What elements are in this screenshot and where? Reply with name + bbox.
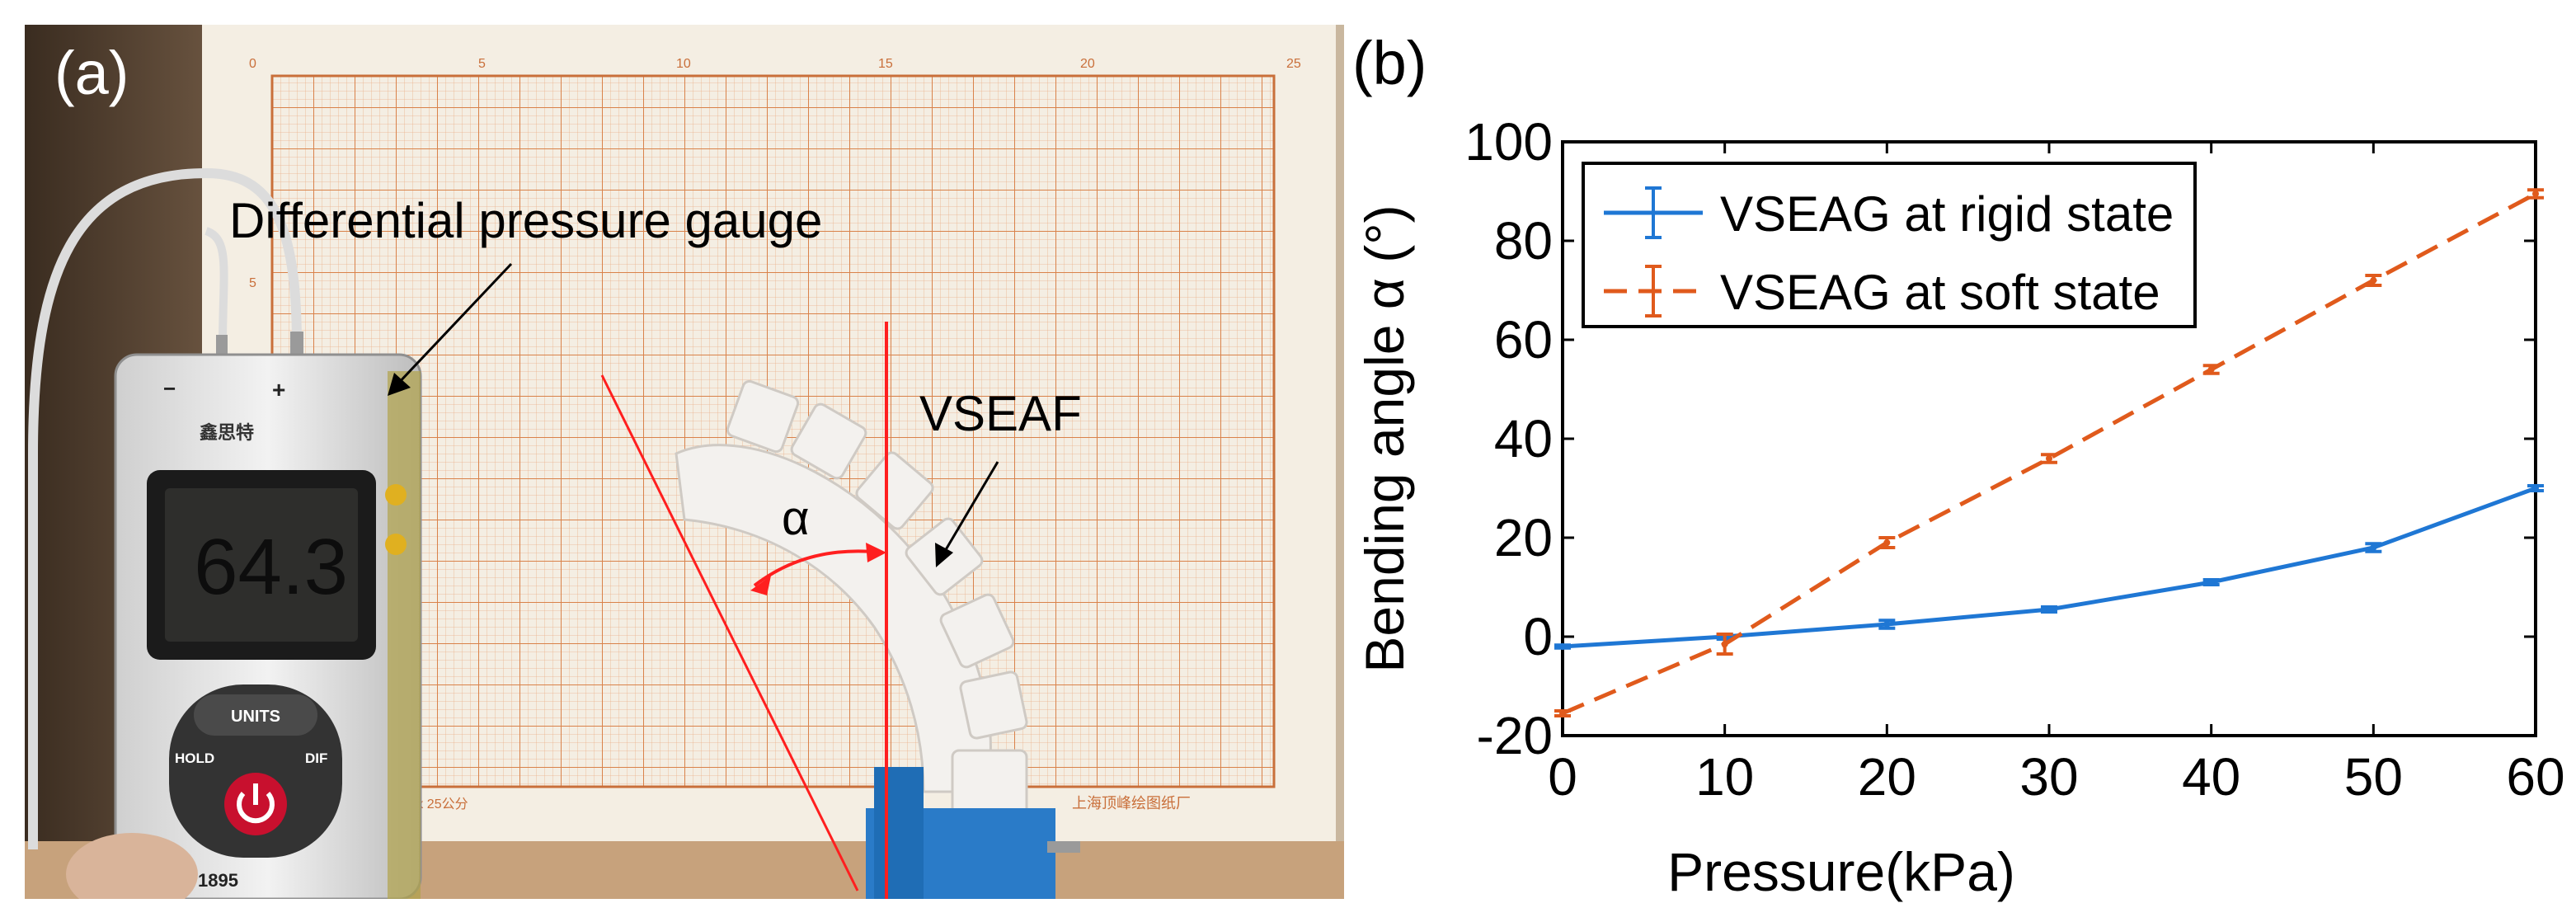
gauge-units-label: UNITS xyxy=(231,708,280,726)
gauge-reading: 64.3 xyxy=(194,523,348,611)
y-tick-label: 80 xyxy=(1494,211,1553,270)
paper-side-scale-5: 5 xyxy=(249,276,256,290)
x-tick-label: 50 xyxy=(2344,747,2403,807)
x-tick-label: 30 xyxy=(2019,747,2078,807)
y-tick-label: -20 xyxy=(1477,706,1554,765)
hand-thumb xyxy=(66,833,198,899)
pressure-tube xyxy=(28,167,302,849)
angle-alpha-label: α xyxy=(782,492,810,545)
data-point xyxy=(2532,191,2539,197)
paper-top-scale-15: 15 xyxy=(878,57,893,71)
vseaf-soft-finger xyxy=(675,379,1028,843)
x-tick-label: 0 xyxy=(1548,747,1577,807)
power-icon xyxy=(237,792,275,824)
data-point xyxy=(1559,710,1566,717)
legend-entry-label: VSEAG at soft state xyxy=(1720,265,2160,320)
vseaf-annotation: VSEAF xyxy=(919,386,1082,441)
data-point xyxy=(1559,643,1566,650)
data-point xyxy=(1883,621,1891,628)
gauge-annotation-arrowhead xyxy=(388,373,411,396)
legend-entry-label: VSEAG at rigid state xyxy=(1720,186,2174,242)
finger-mount-post xyxy=(874,767,924,899)
paper-top-scale-25: 25 xyxy=(1286,57,1301,71)
gauge-dif-label: DIF xyxy=(305,750,327,766)
photo-scene: 0 5 10 15 20 25 5 7 x 25公分 上海顶峰绘图纸厂 − + … xyxy=(25,25,1344,899)
gauge-side-button-1 xyxy=(385,484,407,506)
paper-top-scale-0: 0 xyxy=(249,57,256,71)
y-tick-label: 20 xyxy=(1494,508,1553,567)
data-point xyxy=(2046,606,2052,613)
gauge-units-button xyxy=(194,694,317,736)
angle-arc-head-left xyxy=(750,576,771,595)
y-tick-label: 100 xyxy=(1464,112,1553,172)
series-layer xyxy=(1554,188,2544,717)
gauge-annotation: Differential pressure gauge xyxy=(229,193,822,248)
data-point xyxy=(2370,544,2377,551)
data-point xyxy=(1883,539,1891,546)
gauge-side-button-2 xyxy=(385,534,407,555)
gauge-model: 1895 xyxy=(198,870,238,891)
data-point xyxy=(2370,277,2377,284)
vseaf-annotation-arrowhead xyxy=(935,543,953,567)
tube-port-minus xyxy=(216,335,228,356)
differential-pressure-gauge: − + 鑫思特 64.3 UNITS HOLD DIF 1895 xyxy=(114,353,422,899)
gauge-minus-label: − xyxy=(163,376,176,401)
panel-b-label: (b) xyxy=(1352,29,1427,97)
x-axis-label: Pressure(kPa) xyxy=(1667,841,2015,902)
x-tick-label: 10 xyxy=(1695,747,1754,807)
gauge-lcd xyxy=(165,488,358,642)
angle-arc xyxy=(753,549,883,587)
data-point xyxy=(2532,485,2539,492)
tube-port-plus xyxy=(290,332,303,356)
data-point xyxy=(2046,455,2052,462)
x-tick-label: 60 xyxy=(2506,747,2564,807)
panel-a-label: (a) xyxy=(54,39,129,107)
gauge-brand: 鑫思特 xyxy=(200,422,254,443)
paper-footer-right: 上海顶峰绘图纸厂 xyxy=(1072,795,1191,811)
mount-screw xyxy=(1047,841,1080,853)
series-line-rigid xyxy=(1562,486,2536,649)
legend-box xyxy=(1582,162,2197,328)
x-tick-label: 20 xyxy=(1858,747,1916,807)
y-axis-label: Bending angle α (°) xyxy=(1354,205,1415,672)
y-tick-label: 0 xyxy=(1523,607,1553,666)
paper-top-scale-5: 5 xyxy=(478,57,486,71)
paper-top-scale-10: 10 xyxy=(676,57,691,71)
y-tick-label: 40 xyxy=(1494,409,1553,468)
data-point xyxy=(1721,641,1728,647)
gauge-hold-label: HOLD xyxy=(175,750,214,766)
angle-arc-head-right xyxy=(866,543,886,562)
data-point xyxy=(2207,579,2215,586)
panel-a-photo: 0 5 10 15 20 25 5 7 x 25公分 上海顶峰绘图纸厂 − + … xyxy=(25,25,1344,899)
y-tick-label: 60 xyxy=(1494,310,1553,369)
x-tick-label: 40 xyxy=(2182,747,2240,807)
paper-top-scale-20: 20 xyxy=(1080,57,1095,71)
gauge-plus-label: + xyxy=(272,377,285,402)
tip-tangent-line xyxy=(600,374,859,891)
data-point xyxy=(2207,366,2215,373)
